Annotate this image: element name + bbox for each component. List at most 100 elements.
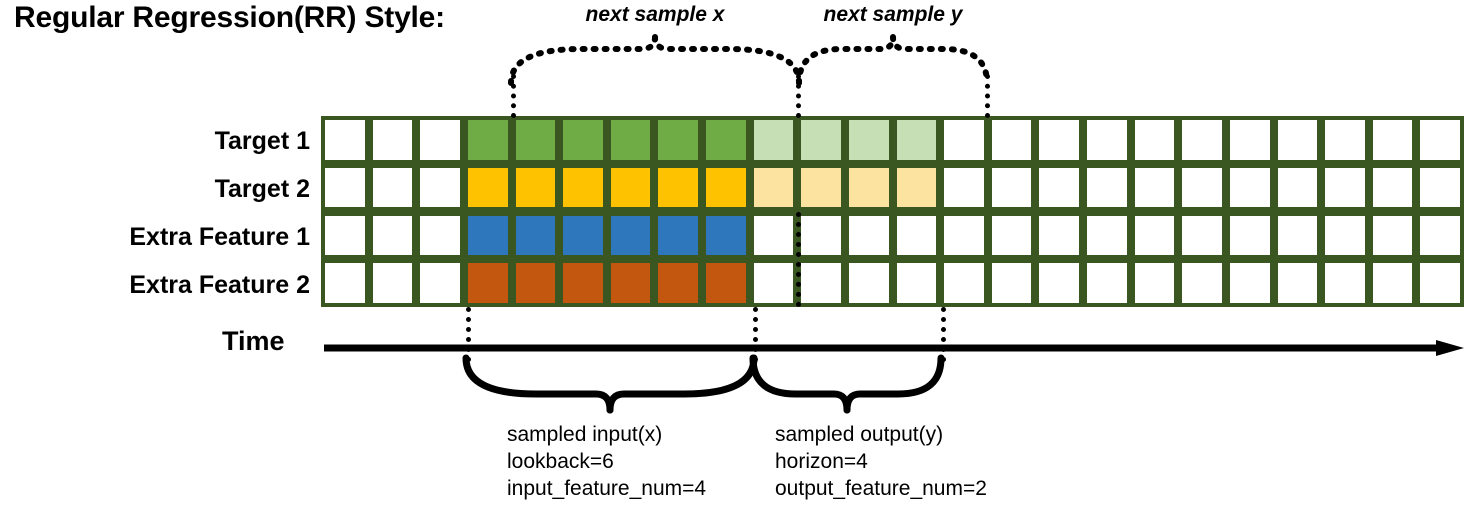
grid-cell-empty — [1420, 167, 1460, 208]
grid-cell-input — [467, 215, 508, 255]
grid-cell-empty — [372, 120, 413, 160]
grid-cell-empty — [1325, 215, 1365, 255]
bottom-text-output: sampled output(y) horizon=4 output_featu… — [775, 421, 987, 502]
grid-cell-empty — [325, 167, 365, 208]
grid-cell-empty — [801, 215, 841, 255]
grid-cell-output — [896, 120, 937, 160]
dotline-split-bottom — [753, 307, 758, 362]
grid-cell-input — [515, 215, 556, 255]
grid-cell-empty — [991, 167, 1032, 208]
grid-cell-input — [658, 215, 698, 255]
time-axis-label: Time — [222, 326, 285, 356]
grid-cell-empty — [372, 215, 413, 255]
grid-cell-empty — [1325, 120, 1365, 160]
grid-cell-empty — [1087, 120, 1127, 160]
grid-cell-input — [515, 120, 556, 160]
grid-cell-empty — [991, 215, 1032, 255]
time-axis-arrow — [324, 338, 1464, 358]
grid-cell-empty — [944, 263, 984, 303]
grid-cell-empty — [991, 263, 1032, 303]
bottom-text-input-line2: lookback=6 — [507, 450, 614, 473]
grid-cell-input — [706, 167, 746, 208]
grid-cell-output — [801, 120, 841, 160]
grid-cell-empty — [325, 120, 365, 160]
grid-row — [321, 164, 1464, 212]
grid-cell-empty — [1134, 167, 1175, 208]
grid-cell-empty — [1039, 263, 1079, 303]
grid-cell-empty — [1134, 120, 1175, 160]
grid-row — [321, 116, 1464, 164]
grid-cell-input — [467, 263, 508, 303]
grid-cell-empty — [1277, 120, 1318, 160]
bottom-text-output-line2: horizon=4 — [775, 450, 868, 473]
grid-cell-empty — [1277, 215, 1318, 255]
grid-cell-input — [658, 120, 698, 160]
top-brace-label-y: next sample y — [823, 3, 963, 26]
top-brace-y — [794, 34, 992, 86]
grid-cell-empty — [372, 167, 413, 208]
row-label-target-2: Target 2 — [214, 175, 310, 203]
dotline-split-grid — [796, 212, 801, 307]
bottom-brace-output — [748, 354, 946, 414]
grid-cell-empty — [1039, 120, 1079, 160]
grid-cell-input — [610, 120, 651, 160]
grid-cell-empty — [1420, 215, 1460, 255]
grid-cell-empty — [325, 263, 365, 303]
grid-cell-input — [563, 167, 603, 208]
row-label-extra-feature-2: Extra Feature 2 — [129, 271, 310, 299]
grid-cell-empty — [944, 215, 984, 255]
grid-cell-input — [706, 263, 746, 303]
grid-cell-empty — [1087, 215, 1127, 255]
bottom-brace-input — [460, 354, 760, 414]
grid-cell-empty — [1372, 263, 1413, 303]
top-brace-label-x: next sample x — [585, 3, 725, 26]
grid-cell-empty — [1229, 120, 1270, 160]
grid-cell-input — [610, 167, 651, 208]
grid-cell-empty — [848, 215, 889, 255]
top-brace-x — [505, 34, 805, 86]
grid-cell-empty — [325, 215, 365, 255]
grid-cell-empty — [420, 215, 460, 255]
grid-cell-empty — [896, 263, 937, 303]
page-title: Regular Regression(RR) Style: — [14, 1, 445, 34]
grid-cell-empty — [1277, 167, 1318, 208]
grid-cell-input — [563, 120, 603, 160]
grid-cell-input — [610, 263, 651, 303]
grid-cell-output — [848, 167, 889, 208]
grid-cell-empty — [1039, 167, 1079, 208]
grid-cell-empty — [1229, 215, 1270, 255]
bottom-text-output-line1: sampled output(y) — [775, 423, 944, 446]
grid-cell-input — [706, 120, 746, 160]
grid-cell-empty — [1325, 263, 1365, 303]
dotline-input-start-top — [511, 74, 516, 118]
grid-cell-empty — [1277, 263, 1318, 303]
grid-row — [321, 212, 1464, 260]
bottom-text-input-line3: input_feature_num=4 — [507, 477, 707, 500]
dotline-input-start-bottom — [466, 307, 471, 362]
grid-cell-empty — [1087, 263, 1127, 303]
grid-cell-empty — [944, 167, 984, 208]
grid-cell-empty — [1325, 167, 1365, 208]
grid-cell-empty — [420, 167, 460, 208]
grid-cell-input — [563, 263, 603, 303]
grid-row — [321, 259, 1464, 307]
grid-cell-empty — [801, 263, 841, 303]
grid-cell-empty — [1372, 120, 1413, 160]
dotline-output-end-bottom — [941, 307, 946, 362]
dotline-output-end-top — [985, 74, 990, 118]
grid-cell-empty — [1134, 215, 1175, 255]
grid-cell-empty — [1182, 167, 1222, 208]
grid-cell-empty — [753, 215, 794, 255]
grid-cell-input — [515, 167, 556, 208]
grid-cell-input — [515, 263, 556, 303]
bottom-text-input: sampled input(x) lookback=6 input_featur… — [507, 421, 706, 502]
grid-cell-empty — [1372, 167, 1413, 208]
grid-cell-empty — [1420, 120, 1460, 160]
row-label-target-1: Target 1 — [214, 127, 310, 155]
grid-cell-input — [658, 263, 698, 303]
grid-cell-empty — [1229, 263, 1270, 303]
grid-cell-empty — [896, 215, 937, 255]
grid-cell-input — [467, 120, 508, 160]
dotline-split-top — [796, 74, 801, 118]
